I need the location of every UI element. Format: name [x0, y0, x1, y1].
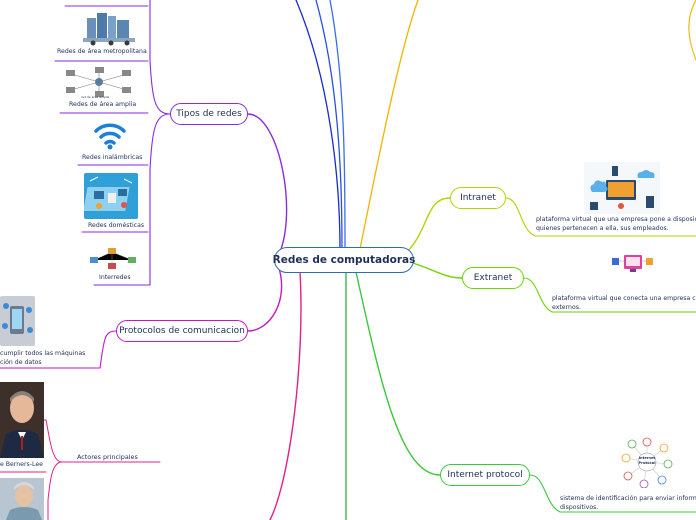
tipos-trunk: [149, 113, 171, 286]
tim-berners-lee-photo: [0, 382, 44, 458]
type-label-internetworks[interactable]: Interredes: [99, 274, 131, 281]
extranet-image: [610, 252, 654, 276]
intranet-image: [584, 162, 660, 214]
protocolos-desc-line: ción de datos: [0, 359, 42, 366]
extranet-desc-line: externos.: [552, 304, 581, 311]
type-label-home[interactable]: Redes domésticas: [88, 222, 145, 229]
wifi-icon: [92, 119, 128, 151]
topic-tipos-de-redes[interactable]: Tipos de redes: [170, 103, 248, 125]
intranet-desc-line: plataforma virtual que una empresa pone …: [536, 216, 696, 223]
topic-protocolos[interactable]: Protocolos de comunicacion: [116, 320, 248, 342]
home-network-image: [84, 173, 138, 219]
extranet-connector: [409, 261, 463, 279]
actores-trunk: [47, 461, 63, 520]
topic-actores-principales[interactable]: Actores principales: [77, 453, 138, 461]
protocolos-description: cumplir todos las máquinas ción de datos: [0, 349, 85, 367]
ip-image-text-line: Internet: [638, 456, 656, 460]
tipos-connector: [247, 113, 288, 261]
type-label-metropolitan[interactable]: Redes de área metropolitana: [57, 48, 147, 55]
protocolos-desc-line: cumplir todos las máquinas: [0, 350, 86, 357]
ip-sub: [529, 474, 696, 513]
ip-image-text: Internet Protocol: [638, 456, 656, 465]
protocolos-sub: [0, 330, 117, 369]
extranet-desc-line: plataforma virtual que conecta una empre…: [552, 295, 696, 302]
wide-area-network-image: red de área amplia: [63, 66, 135, 100]
type-label-wide-area[interactable]: Redes de área amplia: [69, 101, 137, 108]
metropolitan-network-image: [83, 10, 135, 46]
top-connector: [359, 0, 419, 250]
protocolos-connector: [247, 264, 283, 332]
ip-connector: [355, 271, 441, 476]
extranet-sub: [523, 277, 696, 313]
ip-image-text-line: Protocol: [638, 460, 656, 465]
second-actor-photo: [0, 478, 44, 520]
person-name-berners-lee[interactable]: e Berners-Lee: [0, 461, 43, 468]
ip-desc-line: dispositivos.: [560, 504, 599, 511]
central-topic[interactable]: Redes de computadoras: [273, 247, 415, 273]
topic-internet-protocol[interactable]: Internet protocol: [440, 464, 530, 486]
wan-caption: red de área amplia: [81, 95, 110, 99]
topic-extranet[interactable]: Extranet: [462, 267, 524, 289]
tipos-trunk: [149, 0, 171, 115]
ip-desc-line: sistema de identificación para enviar in…: [560, 495, 696, 502]
type-label-wireless[interactable]: Redes inalámbricas: [82, 154, 143, 161]
protocol-device-image: [0, 296, 35, 346]
top-connector: [295, 0, 341, 250]
top-right-curve: [688, 0, 696, 61]
intranet-description: plataforma virtual que una empresa pone …: [536, 215, 696, 233]
internet-protocol-image: Internet Protocol: [620, 436, 674, 488]
intranet-desc-line: quienes pertenecen a ella, sus empleados…: [536, 225, 669, 232]
intranet-sub: [505, 197, 696, 237]
ip-description: sistema de identificación para enviar in…: [560, 494, 696, 512]
internetwork-image: [88, 244, 138, 270]
topic-intranet[interactable]: Intranet: [450, 187, 506, 209]
top-connector: [315, 0, 343, 250]
actores-connector: [269, 271, 302, 520]
intranet-connector: [404, 197, 451, 255]
top-connector: [329, 0, 346, 250]
actores-trunk: [0, 419, 63, 463]
extranet-description: plataforma virtual que conecta una empre…: [552, 294, 696, 312]
